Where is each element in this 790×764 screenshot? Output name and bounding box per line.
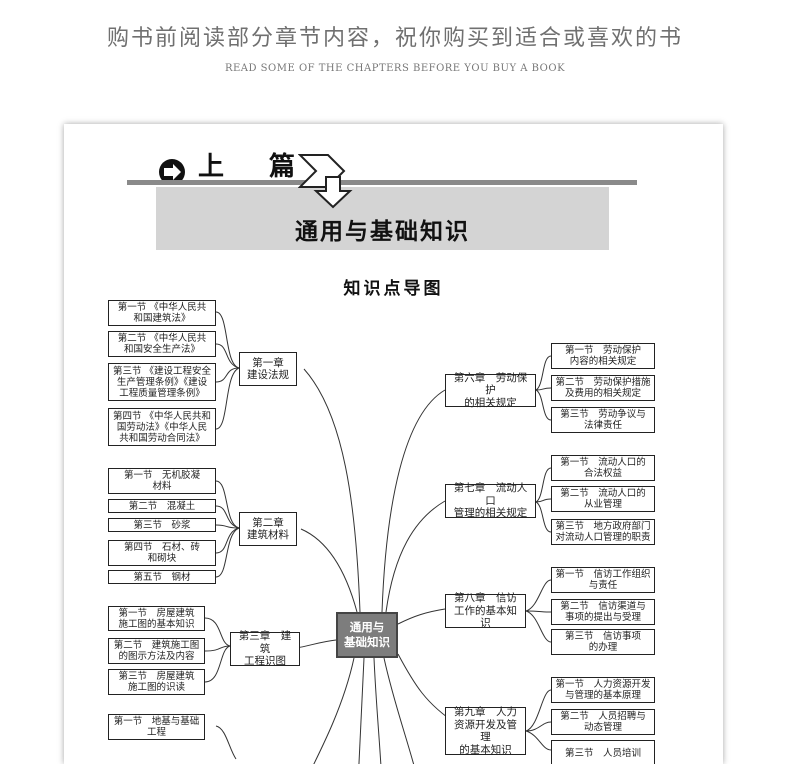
chapter-2-section-4: 第四节 石材、砖 和砌块	[108, 540, 216, 566]
chapter-9-section-3: 第三节 人员培训	[551, 740, 655, 764]
chapter-8-section-1: 第一节 信访工作组织 与责任	[551, 567, 655, 593]
page-subtitle: READ SOME OF THE CHAPTERS BEFORE YOU BUY…	[224, 63, 566, 74]
chapter-7-section-1: 第一节 流动人口的 合法权益	[551, 455, 655, 481]
section-title: 通用与基础知识	[295, 219, 470, 245]
chapter-4-section-1: 第一节 地基与基础 工程	[108, 714, 205, 740]
chapter-8-section-3: 第三节 信访事项 的办理	[551, 629, 655, 655]
section-banner	[156, 187, 609, 250]
header-rule	[127, 180, 637, 185]
chapter-6-node: 第六章 劳动保护 的相关规定	[445, 372, 536, 409]
page-title: 购书前阅读部分章节内容，祝你购买到适合或喜欢的书	[106, 26, 683, 51]
chapter-6-section-3: 第三节 劳动争议与 法律责任	[551, 407, 655, 433]
chapter-1-section-2: 第二节 《中华人民共 和国安全生产法》	[108, 331, 216, 357]
chapter-9-section-1: 第一节 人力资源开发 与管理的基本原理	[551, 677, 655, 703]
chapter-2-node: 第二章 建筑材料	[239, 512, 297, 546]
book-page: 上 篇 通用与基础知识 知识点导图	[64, 124, 723, 764]
chapter-9-node: 第九章 人力 资源开发及管理 的基本知识	[445, 706, 526, 756]
chapter-2-section-1: 第一节 无机胶凝 材料	[108, 468, 216, 494]
chapter-6-section-2: 第二节 劳动保护措施 及费用的相关规定	[551, 375, 655, 401]
chapter-1-section-4: 第四节 《中华人民共和 国劳动法》《中华人民 共和国劳动合同法》	[108, 408, 216, 446]
chapter-1-section-1: 第一节 《中华人民共 和国建筑法》	[108, 300, 216, 326]
chapter-3-node: 第三章 建筑 工程识图	[230, 630, 300, 667]
chapter-2-section-3: 第三节 砂浆	[108, 518, 216, 532]
map-title: 知识点导图	[343, 279, 444, 299]
chapter-2-section-5: 第五节 钢材	[108, 570, 216, 584]
chapter-7-section-2: 第二节 流动人口的 从业管理	[551, 486, 655, 512]
part-label: 上 篇	[198, 152, 314, 182]
chapter-9-section-2: 第二节 人员招聘与 动态管理	[551, 709, 655, 735]
chapter-8-node: 第八章 信访 工作的基本知识	[445, 592, 526, 629]
chapter-7-section-3: 第三节 地方政府部门 对流动人口管理的职责	[551, 519, 655, 545]
chapter-3-section-2: 第二节 建筑施工图 的图示方法及内容	[108, 638, 205, 664]
mind-map-links	[204, 311, 552, 764]
chapter-8-section-2: 第二节 信访渠道与 事项的提出与受理	[551, 599, 655, 625]
chapter-1-node: 第一章 建设法规	[239, 352, 297, 386]
chapter-1-section-3: 第三节 《建设工程安全 生产管理条例》《建设 工程质量管理条例》	[108, 363, 216, 401]
chapter-2-section-2: 第二节 混凝土	[108, 499, 216, 513]
chapter-6-section-1: 第一节 劳动保护 内容的相关规定	[551, 343, 655, 369]
chapter-3-section-3: 第三节 房屋建筑 施工图的识读	[108, 669, 205, 695]
center-node: 通用与 基础知识	[336, 612, 398, 658]
chapter-3-section-1: 第一节 房屋建筑 施工图的基本知识	[108, 606, 205, 631]
chapter-7-node: 第七章 流动人口 管理的相关规定	[445, 482, 536, 519]
chevron-arrow-icon	[298, 154, 353, 209]
